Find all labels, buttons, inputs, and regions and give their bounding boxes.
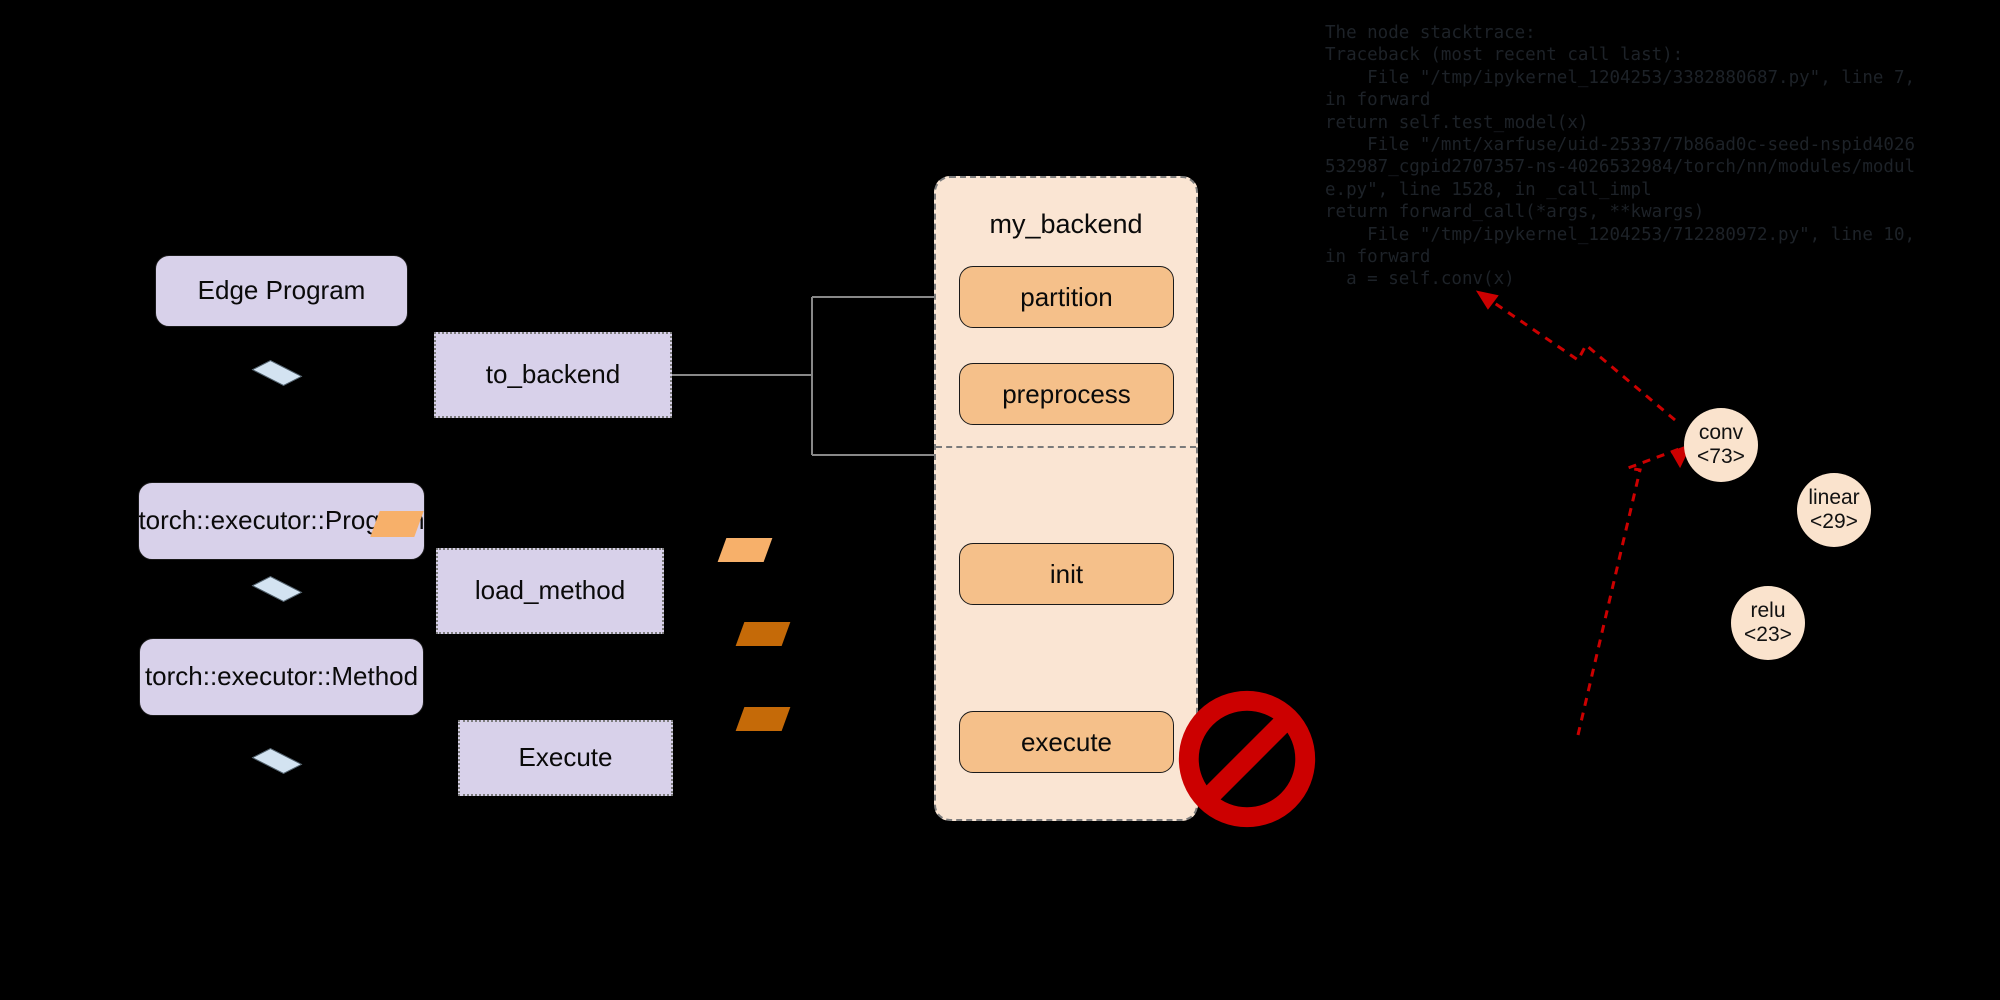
to-backend-branch-connector <box>672 291 952 461</box>
pipeline-stage-label: torch::executor::Method <box>144 661 419 692</box>
backend-op-execute[interactable]: execute <box>959 711 1174 773</box>
backend-op-label: preprocess <box>1002 378 1131 409</box>
diamond-2-icon <box>251 576 303 602</box>
graph-node-id: <73> <box>1697 445 1745 468</box>
pipeline-action-label: Execute <box>518 742 613 773</box>
backend-op-partition[interactable]: partition <box>959 266 1174 328</box>
graph-node-conv[interactable]: conv <73> <box>1684 408 1758 482</box>
pipeline-stage-program[interactable]: torch::executor::Program <box>138 482 425 560</box>
pipeline-action-execute[interactable]: Execute <box>458 720 673 796</box>
graph-node-id: <23> <box>1744 623 1792 646</box>
diamond-1-icon <box>251 360 303 386</box>
pipeline-action-label: to_backend <box>485 359 621 390</box>
pipeline-stage-edge-program[interactable]: Edge Program <box>155 255 408 327</box>
pipeline-stage-label: Edge Program <box>197 275 366 306</box>
delegate-swatch-dark-1-icon <box>735 622 791 646</box>
graph-node-relu[interactable]: relu <23> <box>1731 586 1805 660</box>
backend-op-label: execute <box>1020 726 1113 757</box>
delegate-swatch-dark-2-icon <box>735 707 791 731</box>
backend-op-label: partition <box>1020 281 1113 312</box>
graph-node-linear[interactable]: linear <29> <box>1797 473 1871 547</box>
graph-node-op: conv <box>1698 421 1744 445</box>
graph-node-id: <29> <box>1810 510 1858 533</box>
pipeline-action-label: load_method <box>474 575 626 606</box>
pipeline-stage-method[interactable]: torch::executor::Method <box>139 638 424 716</box>
trace-to-conv-arrow-lower <box>1576 443 1692 736</box>
node-stacktrace-text: The node stacktrace: Traceback (most rec… <box>1325 23 1916 290</box>
my-backend-title: my_backend <box>989 209 1143 239</box>
trace-to-conv-arrow-upper <box>1475 290 1676 422</box>
aot-runtime-divider <box>936 446 1196 448</box>
my-backend-container: my_backend partition preprocess init exe… <box>934 176 1198 821</box>
diamond-3-icon <box>251 748 303 774</box>
backend-op-label: init <box>1049 558 1084 589</box>
graph-node-op: relu <box>1750 599 1786 623</box>
prohibition-sign-icon <box>1178 690 1316 828</box>
backend-op-init[interactable]: init <box>959 543 1174 605</box>
pipeline-action-to-backend[interactable]: to_backend <box>434 332 672 418</box>
graph-node-op: linear <box>1808 486 1860 510</box>
backend-op-preprocess[interactable]: preprocess <box>959 363 1174 425</box>
pipeline-action-load-method[interactable]: load_method <box>436 548 664 634</box>
delegate-swatch-light-icon <box>717 538 773 562</box>
